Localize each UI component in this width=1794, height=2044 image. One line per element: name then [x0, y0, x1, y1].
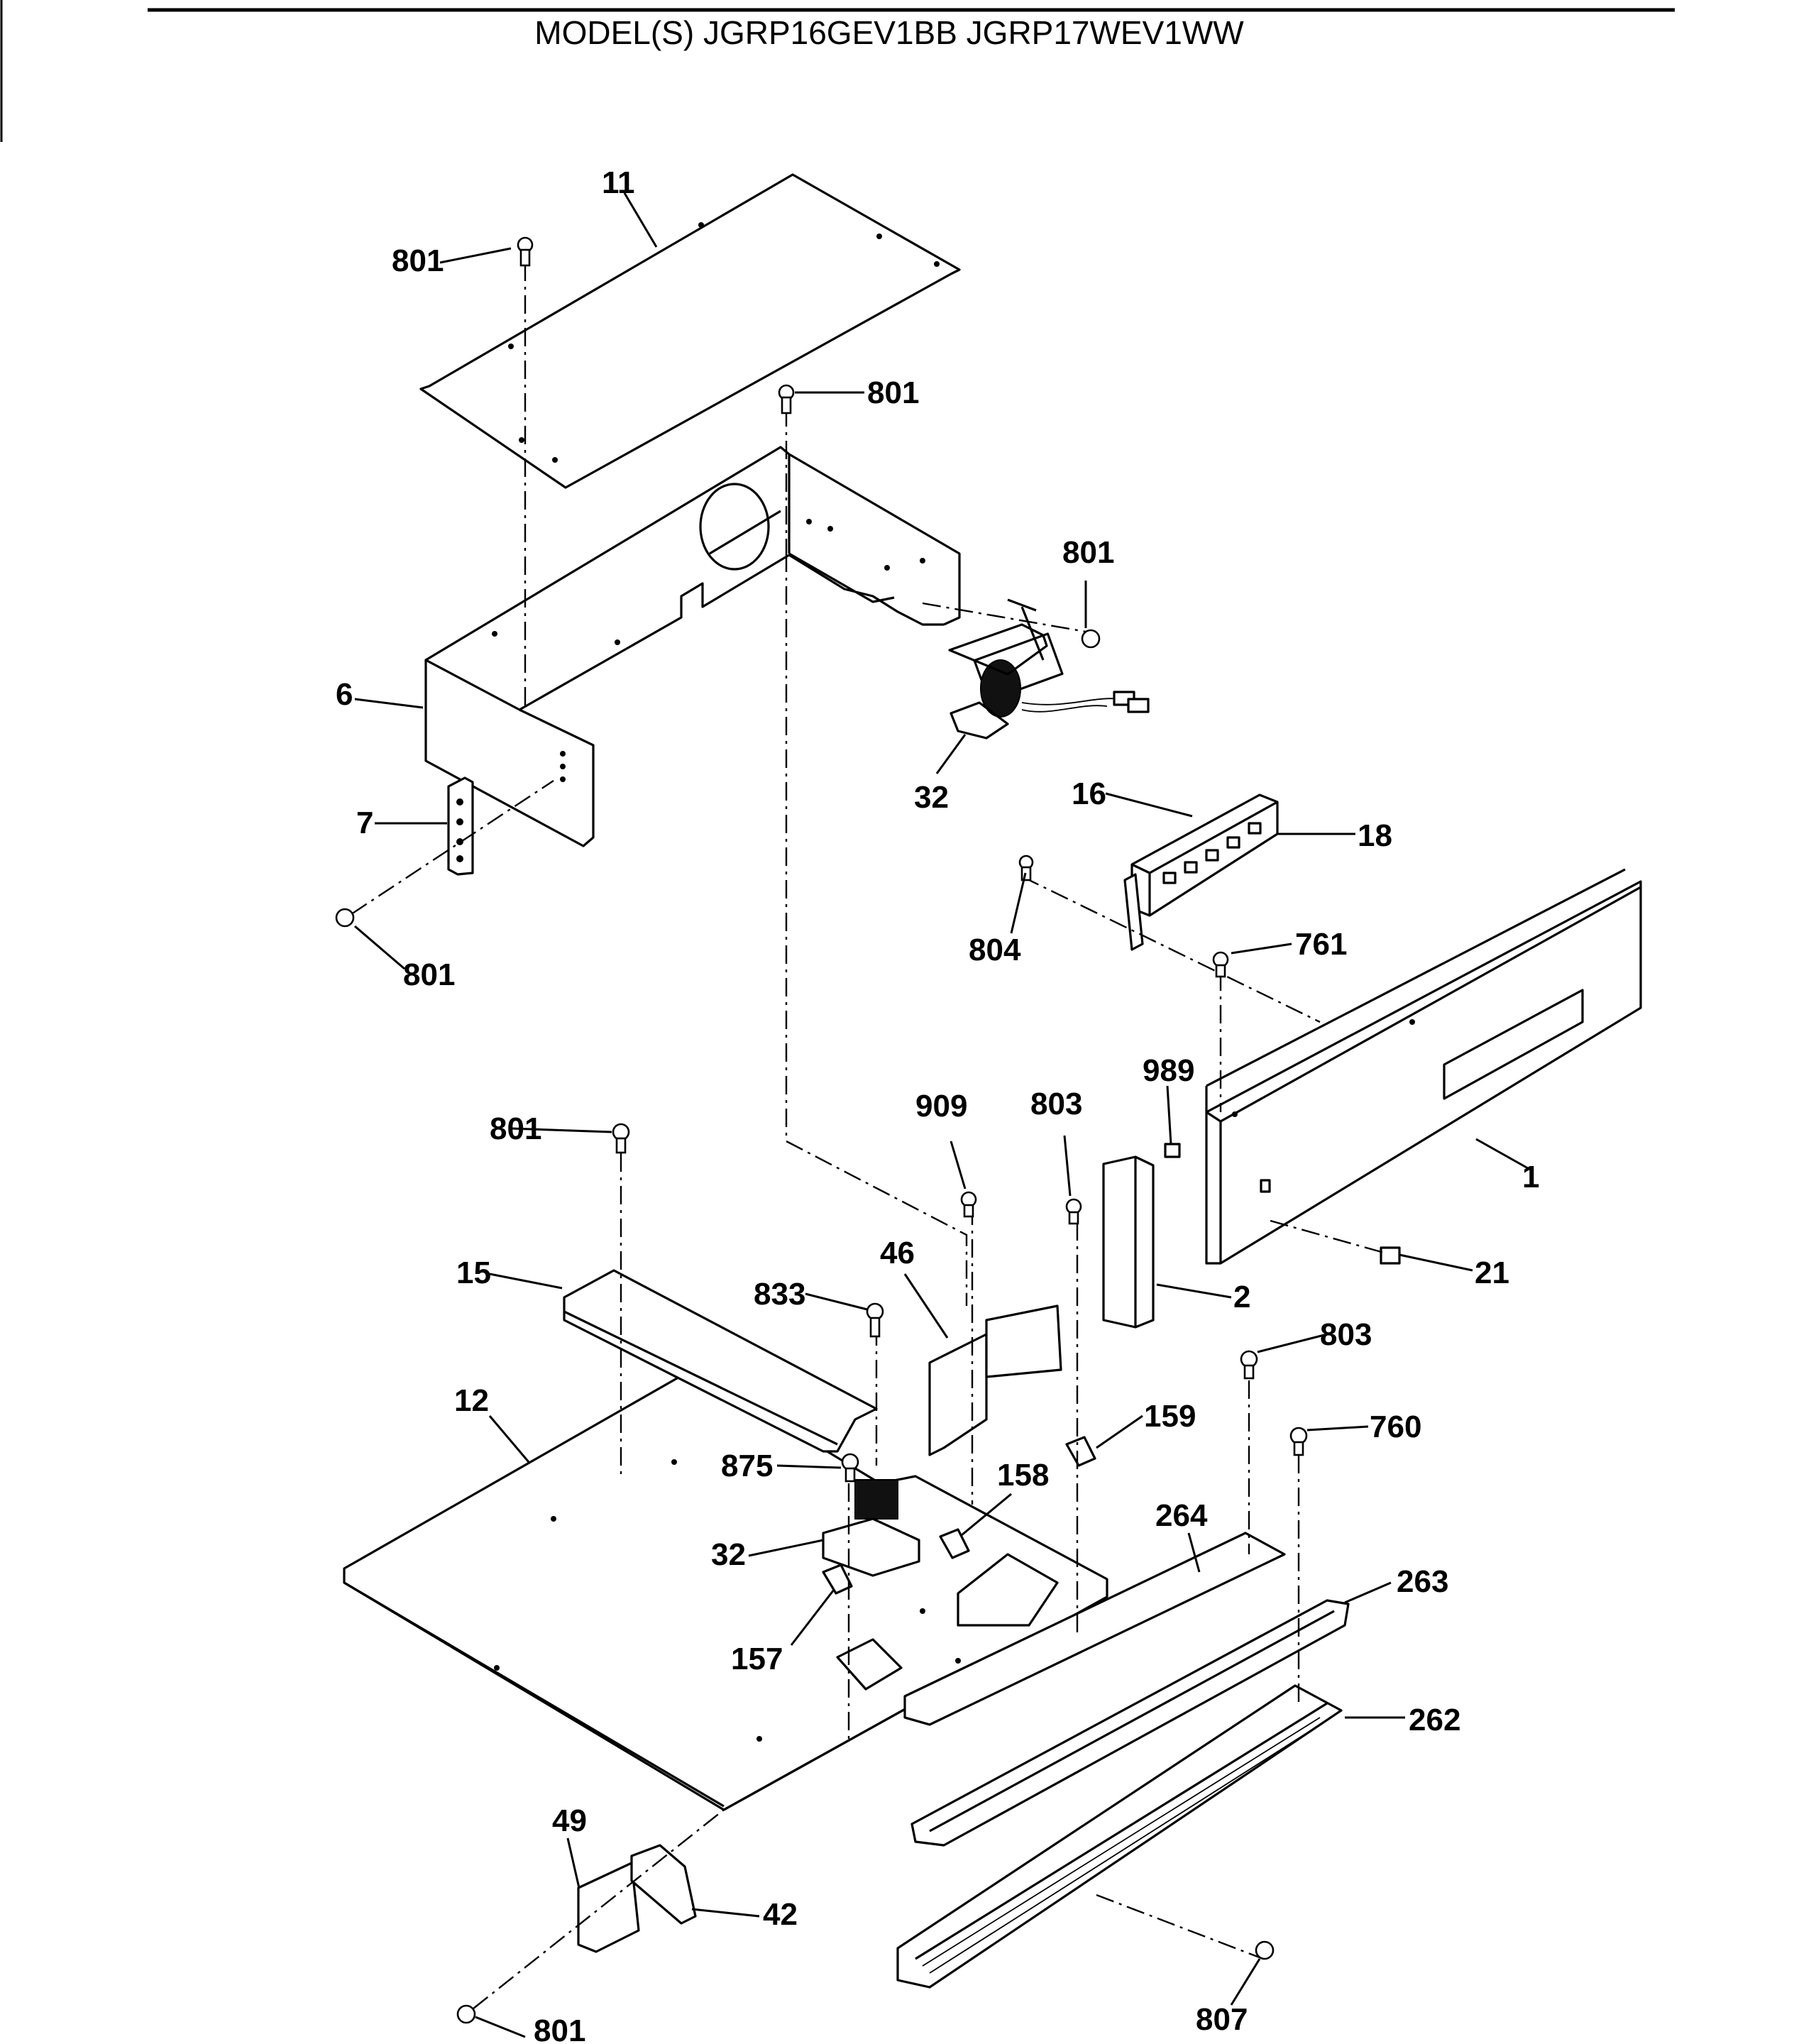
screw-804-icon: [1018, 855, 1034, 881]
callout-18: 18: [1358, 818, 1392, 853]
switch-part: [1380, 1246, 1401, 1265]
callout-263: 263: [1397, 1564, 1448, 1599]
callout-264: 264: [1155, 1498, 1208, 1533]
trim-264-part: [903, 1532, 1286, 1726]
screw-807-icon: [1255, 1940, 1275, 1960]
trim-263-part: [910, 1599, 1350, 1847]
leader-lines: [354, 192, 1534, 2038]
terminal-block-part: [577, 1862, 640, 1953]
callout-803-low: 803: [1320, 1317, 1372, 1352]
callout-1: 1: [1522, 1160, 1539, 1194]
screw-801-center-icon: [778, 384, 795, 414]
control-board-part: [1123, 793, 1279, 951]
callout-801-mid: 801: [490, 1111, 541, 1146]
screw-875-icon: [841, 1453, 859, 1483]
callout-46: 46: [880, 1236, 915, 1270]
screw-803-top-icon: [1065, 1198, 1082, 1225]
callout-801-center: 801: [867, 375, 919, 410]
callout-157: 157: [731, 1642, 783, 1676]
callout-labels: 11 801 801 801 6 7 801 32 16 18 804 761 …: [336, 165, 1539, 2044]
callout-42: 42: [763, 1897, 798, 1932]
base-part: [343, 1368, 1108, 1811]
screw-icons: [335, 236, 1308, 2024]
callout-801-bottom: 801: [534, 2013, 585, 2044]
screw-833-icon: [866, 1302, 884, 1338]
control-panel-part: [1205, 868, 1642, 1265]
callout-909: 909: [915, 1089, 967, 1123]
callout-159: 159: [1144, 1399, 1196, 1434]
callout-801-left: 801: [403, 957, 455, 992]
callout-760: 760: [1370, 1410, 1421, 1444]
callout-804: 804: [969, 933, 1021, 967]
switch-158-part: [939, 1528, 970, 1559]
rotisserie-motor-part: [822, 1479, 920, 1577]
screw-801-bottom-icon: [456, 2004, 476, 2024]
callout-803-top: 803: [1030, 1087, 1082, 1121]
screw-761-icon: [1212, 951, 1229, 978]
bracket-part: [447, 776, 474, 876]
callout-158: 158: [997, 1458, 1049, 1493]
callout-32-low: 32: [711, 1537, 746, 1572]
screw-801-left-icon: [335, 908, 355, 928]
end-cap-part: [1102, 1155, 1155, 1329]
screw-801-top-icon: [517, 236, 534, 267]
callout-11: 11: [602, 165, 635, 200]
callout-7: 7: [356, 806, 373, 840]
callout-2: 2: [1233, 1280, 1250, 1314]
screw-803-low-icon: [1240, 1350, 1258, 1380]
clip-part: [1164, 1143, 1181, 1158]
switch-157-part: [822, 1564, 853, 1595]
page-title: MODEL(S) JGRP16GEV1BB JGRP17WEV1WW: [534, 14, 1244, 51]
callout-801-top: 801: [392, 243, 444, 278]
callout-15: 15: [456, 1255, 491, 1290]
callout-875: 875: [721, 1449, 773, 1483]
callout-807: 807: [1196, 2002, 1248, 2037]
callout-49: 49: [552, 1803, 587, 1838]
assembly-lines: [351, 263, 1385, 2009]
callout-21: 21: [1475, 1255, 1509, 1290]
callout-6: 6: [336, 677, 353, 712]
cabinet-wrapper-part: [424, 446, 961, 847]
callout-16: 16: [1072, 776, 1106, 811]
callout-989: 989: [1143, 1053, 1194, 1088]
screw-801-right-icon: [1081, 629, 1101, 649]
callout-32-top: 32: [914, 780, 949, 815]
callout-761: 761: [1295, 927, 1347, 962]
callout-801-right: 801: [1062, 535, 1114, 570]
screw-801-mid-icon: [612, 1123, 630, 1154]
deflector-part: [928, 1304, 1062, 1456]
top-panel-part: [419, 173, 961, 489]
screw-760-icon: [1289, 1427, 1308, 1456]
screw-909-icon: [960, 1191, 977, 1218]
callout-12: 12: [454, 1383, 489, 1418]
bracket-42-part: [630, 1844, 697, 1925]
vent-grille-part: [896, 1684, 1343, 1989]
callout-833: 833: [754, 1277, 805, 1312]
switch-159-part: [1065, 1436, 1096, 1467]
front-brace-part: [563, 1269, 878, 1453]
fan-motor-part: [948, 598, 1150, 740]
callout-262: 262: [1409, 1703, 1460, 1737]
